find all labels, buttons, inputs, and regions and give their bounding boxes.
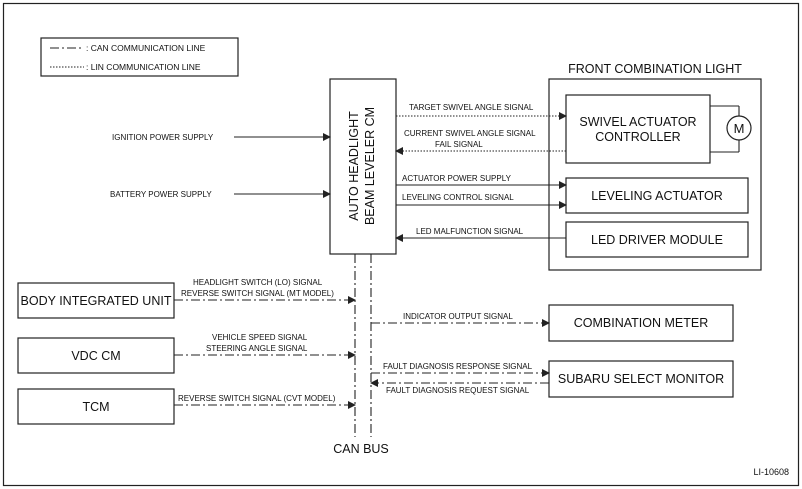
cm-label-1: AUTO HEADLIGHT: [347, 111, 361, 221]
ignition-power-label: IGNITION POWER SUPPLY: [112, 133, 214, 142]
battery-power-label: BATTERY POWER SUPPLY: [110, 190, 212, 199]
leveling-control-label: LEVELING CONTROL SIGNAL: [402, 193, 514, 202]
current-swivel-label: CURRENT SWIVEL ANGLE SIGNAL: [404, 129, 536, 138]
fault-request-label: FAULT DIAGNOSIS REQUEST SIGNAL: [386, 386, 530, 395]
vehicle-speed-label: VEHICLE SPEED SIGNAL: [212, 333, 308, 342]
figure-id: LI-10608: [753, 467, 789, 477]
cm-label-2: BEAM LEVELER CM: [363, 107, 377, 225]
fail-signal-label: FAIL SIGNAL: [435, 140, 483, 149]
subaru-select-monitor-box: [548, 360, 734, 398]
indicator-output-label: INDICATOR OUTPUT SIGNAL: [403, 312, 513, 321]
can-bus-label: CAN BUS: [333, 442, 389, 456]
reverse-switch-cvt-label: REVERSE SWITCH SIGNAL (CVT MODEL): [178, 394, 336, 403]
body-integrated-unit-box: [17, 282, 175, 319]
front-combination-light-group: FRONT COMBINATION LIGHT SWIVEL ACTUATOR …: [548, 62, 762, 271]
tcm-label: TCM: [82, 400, 109, 414]
legend-lin-label: : LIN COMMUNICATION LINE: [86, 62, 201, 72]
tcm-box: [17, 388, 175, 425]
cm-box: [329, 78, 397, 255]
legend: : CAN COMMUNICATION LINE : LIN COMMUNICA…: [40, 37, 239, 77]
led-driver-module-label: LED DRIVER MODULE: [591, 233, 723, 247]
body-integrated-unit-label: BODY INTEGRATED UNIT: [21, 294, 172, 308]
swivel-actuator-label-1: SWIVEL ACTUATOR: [579, 115, 696, 129]
fault-response-label: FAULT DIAGNOSIS RESPONSE SIGNAL: [383, 362, 533, 371]
swivel-actuator-controller-box: [565, 94, 711, 164]
motor-icon: [726, 115, 752, 141]
leveling-actuator-label: LEVELING ACTUATOR: [591, 189, 723, 203]
actuator-power-label: ACTUATOR POWER SUPPLY: [402, 174, 512, 183]
led-malfunction-label: LED MALFUNCTION SIGNAL: [416, 227, 524, 236]
combination-meter-label: COMBINATION METER: [574, 316, 709, 330]
reverse-switch-mt-label: REVERSE SWITCH SIGNAL (MT MODEL): [181, 289, 334, 298]
front-combination-light-title: FRONT COMBINATION LIGHT: [568, 62, 742, 76]
headlight-switch-label: HEADLIGHT SWITCH (LO) SIGNAL: [193, 278, 323, 287]
auto-headlight-beam-leveler-cm: AUTO HEADLIGHT BEAM LEVELER CM: [329, 78, 397, 255]
legend-box: [40, 37, 239, 77]
swivel-actuator-label-2: CONTROLLER: [595, 130, 680, 144]
leveling-actuator-box: [565, 177, 749, 214]
legend-can-label: : CAN COMMUNICATION LINE: [86, 43, 206, 53]
led-driver-module-box: [565, 221, 749, 258]
motor-label: M: [734, 121, 745, 136]
target-swivel-label: TARGET SWIVEL ANGLE SIGNAL: [409, 103, 534, 112]
vdc-cm-box: [17, 337, 175, 374]
steering-angle-label: STEERING ANGLE SIGNAL: [206, 344, 308, 353]
vdc-cm-label: VDC CM: [71, 349, 120, 363]
subaru-select-monitor-label: SUBARU SELECT MONITOR: [558, 372, 724, 386]
